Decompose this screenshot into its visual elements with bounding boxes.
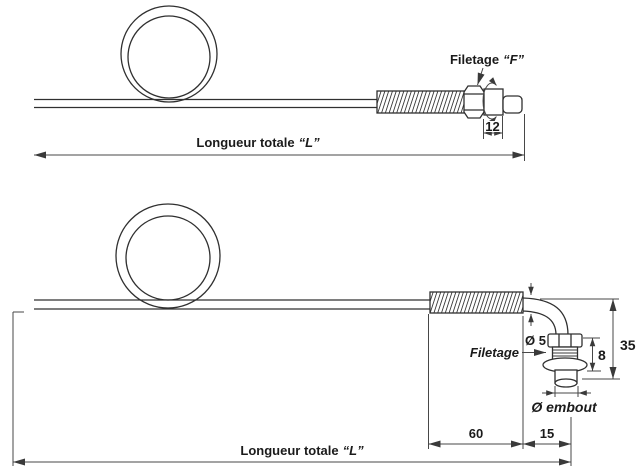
top-threaded-rod xyxy=(376,90,466,114)
bend-inner-curve xyxy=(522,310,557,336)
bottom-cable-view: Ø 5 Filetage 8 35 Ø embout 60 15 Lon xyxy=(12,203,636,466)
dia5-label: Ø 5 xyxy=(525,333,546,348)
top-cable-view: Filetage“F” 12 Longueur totale“L” xyxy=(33,5,525,161)
bottom-sheath xyxy=(429,291,524,314)
bottom-cable-loop-inner xyxy=(125,215,211,301)
dim12-text-mask xyxy=(485,121,501,132)
bottom-length-label: Longueur totale“L” xyxy=(240,443,364,458)
top-end-tip xyxy=(502,95,523,114)
dim60-value: 60 xyxy=(469,426,483,441)
thread-label-top: Filetage“F” xyxy=(450,52,525,67)
top-cable-loop-inner xyxy=(127,15,211,99)
top-cable-loop-outer xyxy=(120,5,218,103)
top-length-label: Longueur totale“L” xyxy=(196,135,320,150)
bottom-hex-nut xyxy=(547,333,583,348)
dim8-value: 8 xyxy=(598,347,606,363)
thread-leader-arrow xyxy=(477,67,485,86)
dim12-value: 12 xyxy=(485,119,499,134)
rotation-arrow xyxy=(482,77,497,125)
bend-outer-curve xyxy=(522,297,569,336)
top-barrel xyxy=(483,88,504,116)
bottom-cable-loop-outer xyxy=(115,203,221,309)
dia-embout-label: Ø embout xyxy=(531,399,598,415)
dim15-value: 15 xyxy=(540,426,554,441)
thread-label-bottom: Filetage xyxy=(470,345,519,360)
top-hex-nut xyxy=(463,85,485,119)
dim35-value: 35 xyxy=(620,337,636,353)
embout-tip-bottom xyxy=(554,378,578,388)
